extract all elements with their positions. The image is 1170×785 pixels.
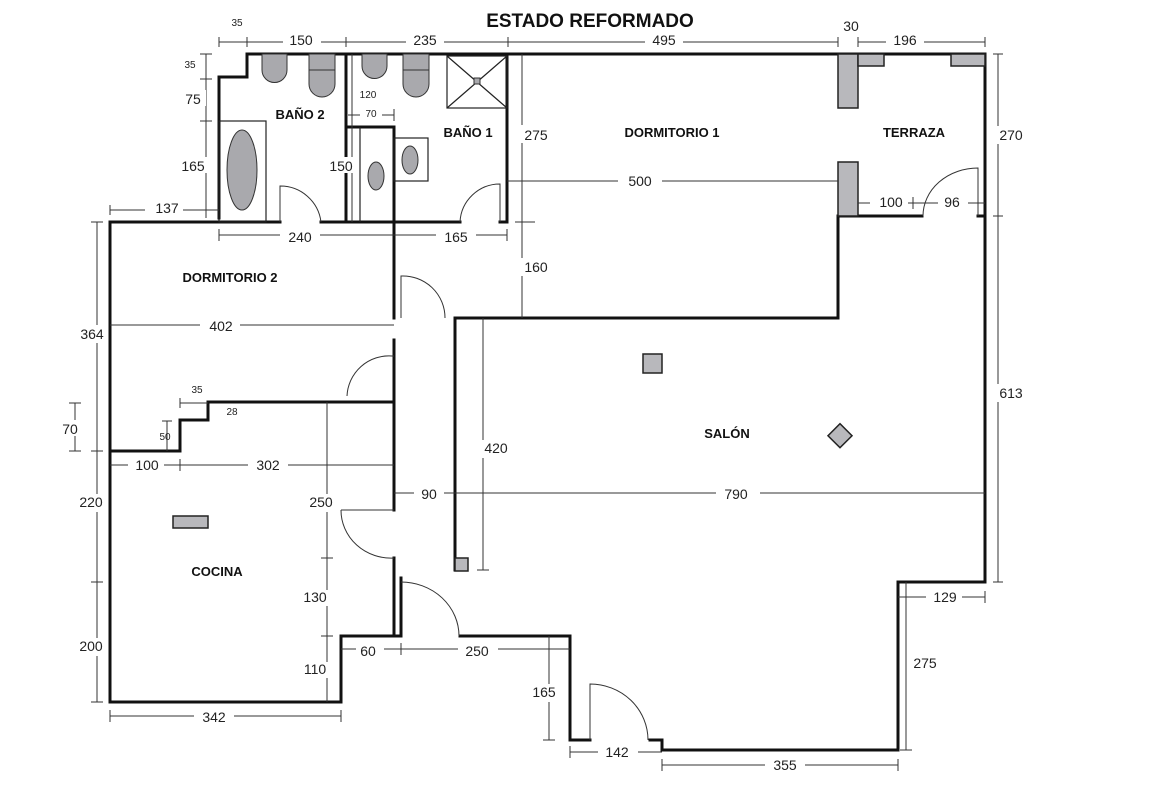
dim-label: 250 (465, 643, 489, 659)
dim-label: 165 (181, 158, 205, 174)
dim-label: 196 (893, 32, 917, 48)
dim-label: 129 (933, 589, 957, 605)
dim-label: 420 (484, 440, 508, 456)
door-swing-icon (346, 355, 394, 397)
room-label-dormitorio-1: DORMITORIO 1 (624, 125, 719, 140)
toilet-tank-icon (402, 53, 430, 71)
dim-label: 790 (724, 486, 748, 502)
dim-label: 35 (231, 18, 243, 29)
door-swing-icon (589, 683, 649, 741)
dim-label: 75 (185, 91, 201, 107)
dim-label: 200 (79, 638, 103, 654)
door-swing-icon (400, 581, 460, 637)
dim-label: 250 (309, 494, 333, 510)
dim-label: 70 (62, 421, 78, 437)
dim-label: 160 (524, 259, 548, 275)
dim-label: 495 (652, 32, 676, 48)
vanity (393, 137, 429, 182)
dim-label: 50 (159, 432, 171, 443)
door-swing-icon (400, 275, 446, 319)
dim-label: 70 (365, 109, 377, 120)
sink-icon (367, 161, 385, 191)
shower-tray (446, 55, 508, 109)
dim-label: 142 (605, 744, 629, 760)
room-label-cocina: COCINA (191, 564, 243, 579)
dim-label: 235 (413, 32, 437, 48)
dimension-labels: 35 150 235 495 30 196 35 75 165 137 120 … (58, 18, 1026, 773)
dim-label: 30 (843, 18, 859, 34)
dim-label: 130 (303, 589, 327, 605)
dim-label: 150 (289, 32, 313, 48)
dim-label: 270 (999, 127, 1023, 143)
dim-label: 165 (532, 684, 556, 700)
dim-label: 355 (773, 757, 797, 773)
dim-label: 90 (421, 486, 437, 502)
door-swing-icon (340, 509, 395, 559)
dim-label: 110 (304, 661, 327, 677)
door-swing-icon (922, 167, 979, 217)
doors (279, 167, 979, 741)
room-label-bano-2: BAÑO 2 (275, 107, 324, 122)
door-swing-icon (459, 183, 501, 223)
dim-label: 35 (184, 60, 196, 71)
room-labels: BAÑO 2 BAÑO 1 DORMITORIO 1 TERRAZA DORMI… (182, 107, 945, 579)
toilet-icon (361, 53, 388, 79)
bathtub-basin-icon (226, 129, 258, 211)
dim-label: 137 (155, 200, 179, 216)
room-label-bano-1: BAÑO 1 (443, 125, 492, 140)
dim-label: 100 (135, 457, 159, 473)
dim-label: 500 (628, 173, 652, 189)
toilet-tank-icon (308, 53, 336, 71)
dim-label: 96 (944, 194, 960, 210)
door-swing-icon (279, 185, 322, 223)
pillar-icon (826, 422, 854, 449)
pillar-icon (950, 53, 986, 67)
shower-drain-icon (473, 77, 481, 85)
dim-label: 342 (202, 709, 226, 725)
dim-label: 150 (329, 158, 353, 174)
dim-label: 120 (360, 90, 377, 101)
room-label-salon: SALÓN (704, 426, 750, 441)
pillar-icon (454, 557, 469, 572)
dim-label: 302 (256, 457, 280, 473)
kitchen-appliance-icon (172, 515, 209, 529)
dim-label: 100 (879, 194, 903, 210)
dim-label: 364 (80, 326, 104, 342)
pillar-icon (837, 53, 859, 109)
dim-label: 275 (913, 655, 937, 671)
sink-icon (401, 145, 419, 175)
dim-label: 35 (191, 385, 203, 396)
plan-title: ESTADO REFORMADO (486, 11, 694, 32)
dim-label: 275 (524, 127, 548, 143)
toilet-icon (261, 53, 288, 83)
room-label-terraza: TERRAZA (883, 125, 946, 140)
pillar-icon (642, 353, 663, 374)
pillar-icon (837, 161, 859, 217)
dim-label: 240 (288, 229, 312, 245)
dim-label: 28 (226, 407, 238, 418)
dim-label: 220 (79, 494, 103, 510)
pillar-icon (857, 53, 885, 67)
dim-label: 165 (444, 229, 468, 245)
toilet-icon (402, 69, 430, 98)
dim-label: 60 (360, 643, 376, 659)
dim-label: 613 (999, 385, 1023, 401)
room-label-dormitorio-2: DORMITORIO 2 (182, 270, 277, 285)
fixtures (172, 53, 986, 572)
dim-label: 402 (209, 318, 233, 334)
toilet-icon (308, 69, 336, 98)
bathtub (218, 120, 267, 223)
